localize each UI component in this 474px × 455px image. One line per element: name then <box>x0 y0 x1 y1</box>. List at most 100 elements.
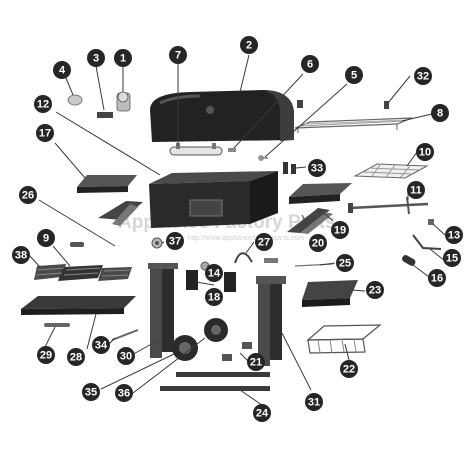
callout-number: 14 <box>208 268 221 280</box>
callout-number: 4 <box>59 65 66 77</box>
part-storage-basket[interactable] <box>306 324 382 354</box>
callout-part-27[interactable]: 27 <box>255 233 273 251</box>
part-crank-handle[interactable] <box>412 234 442 250</box>
part-wheel[interactable] <box>172 318 228 361</box>
part-screw[interactable] <box>258 155 268 161</box>
part-left-shelf-bracket[interactable] <box>98 201 143 226</box>
callout-number: 23 <box>369 285 381 297</box>
callout-part-12[interactable]: 12 <box>34 95 52 113</box>
callout-part-32[interactable]: 32 <box>414 67 432 85</box>
callout-badge <box>414 67 432 85</box>
part-damper-plate[interactable] <box>264 258 278 263</box>
part-hand-knob[interactable] <box>401 254 417 267</box>
part-gauge-bezel[interactable] <box>97 112 113 118</box>
part-caster[interactable] <box>222 342 252 361</box>
callout-number: 21 <box>250 357 262 369</box>
part-ash-pan[interactable] <box>302 280 358 307</box>
part-charcoal-grate[interactable] <box>34 264 132 281</box>
part-firebox[interactable] <box>149 171 278 228</box>
part-lid[interactable] <box>150 90 294 142</box>
callout-number: 6 <box>307 59 313 71</box>
callout-part-19[interactable]: 19 <box>331 221 349 239</box>
callout-part-9[interactable]: 9 <box>37 229 55 247</box>
callout-part-8[interactable]: 8 <box>431 104 449 122</box>
callout-part-36[interactable]: 36 <box>115 384 133 402</box>
callout-part-3[interactable]: 3 <box>87 49 105 67</box>
callout-part-38[interactable]: 38 <box>12 246 30 264</box>
callout-number: 1 <box>120 53 126 65</box>
callout-part-25[interactable]: 25 <box>336 254 354 272</box>
part-rod-34[interactable] <box>111 329 139 341</box>
part-side-bracket[interactable] <box>283 162 296 174</box>
callout-part-13[interactable]: 13 <box>445 226 463 244</box>
callout-number: 33 <box>311 163 323 175</box>
callout-badge <box>309 234 327 252</box>
callout-part-18[interactable]: 18 <box>205 288 223 306</box>
part-adjuster-wheel[interactable] <box>151 237 163 249</box>
part-tray-handle[interactable] <box>44 323 70 327</box>
part-vent-damper[interactable] <box>186 270 236 292</box>
part-left-leg[interactable] <box>148 263 178 358</box>
callout-part-11[interactable]: 11 <box>407 181 425 199</box>
callout-badge <box>331 221 349 239</box>
callout-part-23[interactable]: 23 <box>366 281 384 299</box>
callout-part-24[interactable]: 24 <box>253 404 271 422</box>
part-temperature-gauge[interactable] <box>116 91 131 112</box>
part-bottom-shelf[interactable] <box>21 296 136 315</box>
callout-number: 28 <box>70 352 82 364</box>
callout-part-26[interactable]: 26 <box>19 186 37 204</box>
callout-part-22[interactable]: 22 <box>340 360 358 378</box>
part-right-leg[interactable] <box>256 276 286 366</box>
part-warming-rack[interactable] <box>294 117 413 133</box>
part-lid-handle[interactable] <box>169 143 223 156</box>
callout-badge <box>205 288 223 306</box>
callout-badge <box>366 281 384 299</box>
callout-number: 11 <box>410 185 422 197</box>
callout-part-5[interactable]: 5 <box>345 66 363 84</box>
callout-number: 5 <box>351 70 357 82</box>
callout-badge <box>407 181 425 199</box>
callout-part-16[interactable]: 16 <box>428 269 446 287</box>
callout-part-6[interactable]: 6 <box>301 55 319 73</box>
callout-part-30[interactable]: 30 <box>117 347 135 365</box>
callout-part-2[interactable]: 2 <box>240 36 258 54</box>
callout-badge <box>34 95 52 113</box>
part-ash-rod[interactable] <box>348 196 429 215</box>
callout-part-10[interactable]: 10 <box>416 143 434 161</box>
callout-part-4[interactable]: 4 <box>53 61 71 79</box>
part-hook[interactable] <box>234 252 253 264</box>
callout-number: 15 <box>446 253 458 265</box>
callout-badge <box>53 61 71 79</box>
callout-part-37[interactable]: 37 <box>166 232 184 250</box>
part-cross-bar[interactable] <box>160 372 270 391</box>
callout-part-29[interactable]: 29 <box>37 346 55 364</box>
callout-part-28[interactable]: 28 <box>67 348 85 366</box>
callout-number: 12 <box>37 99 49 111</box>
callout-part-1[interactable]: 1 <box>114 49 132 67</box>
callout-number: 20 <box>312 238 324 250</box>
callout-badge <box>345 66 363 84</box>
callout-part-7[interactable]: 7 <box>169 46 187 64</box>
callout-part-17[interactable]: 17 <box>36 124 54 142</box>
callout-part-35[interactable]: 35 <box>82 383 100 401</box>
part-hinge-pin[interactable] <box>228 148 236 152</box>
callout-badge <box>37 229 55 247</box>
part-grate-handle[interactable] <box>70 242 84 247</box>
part-right-side-shelf[interactable] <box>289 183 352 204</box>
part-right-shelf-bracket[interactable] <box>287 208 333 234</box>
callout-part-31[interactable]: 31 <box>305 393 323 411</box>
part-cooking-grate-right[interactable] <box>353 163 429 179</box>
callout-part-15[interactable]: 15 <box>443 249 461 267</box>
part-plug[interactable] <box>428 219 434 225</box>
callout-part-20[interactable]: 20 <box>309 234 327 252</box>
callout-part-33[interactable]: 33 <box>308 159 326 177</box>
callout-number: 34 <box>95 340 108 352</box>
part-gauge-nut[interactable] <box>67 94 83 106</box>
part-bracket-32[interactable] <box>297 100 389 109</box>
callout-part-21[interactable]: 21 <box>247 353 265 371</box>
callout-number: 37 <box>169 236 181 248</box>
part-left-side-shelf[interactable] <box>77 175 137 193</box>
callout-part-14[interactable]: 14 <box>205 264 223 282</box>
callout-part-34[interactable]: 34 <box>92 336 110 354</box>
